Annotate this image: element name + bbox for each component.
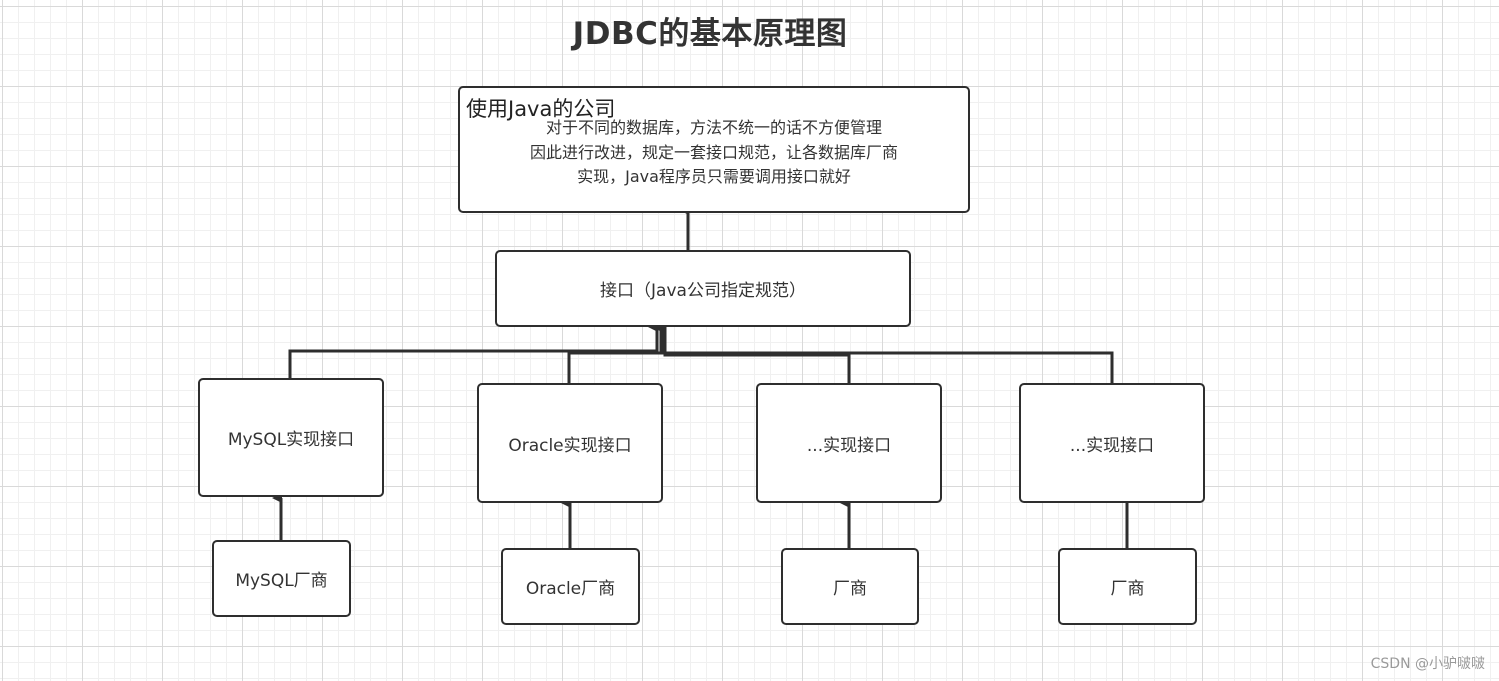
- company-box-description: 对于不同的数据库，方法不统一的话不方便管理 因此进行改进，规定一套接口规范，让各…: [460, 116, 968, 190]
- arrow-impl4-to-interface: [654, 322, 1114, 383]
- watermark: CSDN @小驴啵啵: [1370, 656, 1485, 672]
- vendor-box-4[interactable]: 厂商: [1058, 548, 1197, 625]
- mysql-vendor-box[interactable]: MySQL厂商: [212, 540, 351, 617]
- diagram-title: JDBC的基本原理图: [572, 16, 848, 52]
- vendor-box-3[interactable]: 厂商: [781, 548, 919, 625]
- interface-box[interactable]: 接口（Java公司指定规范）: [495, 250, 911, 327]
- mysql-impl-box[interactable]: MySQL实现接口: [198, 378, 384, 497]
- oracle-impl-box[interactable]: Oracle实现接口: [477, 383, 663, 503]
- oracle-vendor-box[interactable]: Oracle厂商: [501, 548, 640, 625]
- arrow-mysql-impl-to-interface: [288, 322, 659, 378]
- description-line-2: 因此进行改进，规定一套接口规范，让各数据库厂商: [529, 142, 898, 162]
- impl-box-3[interactable]: ...实现接口: [756, 383, 942, 503]
- company-box[interactable]: 使用Java的公司 对于不同的数据库，方法不统一的话不方便管理 因此进行改进，规…: [458, 86, 970, 213]
- description-line-3: 实现，Java程序员只需要调用接口就好: [577, 167, 851, 186]
- impl-box-4[interactable]: ...实现接口: [1019, 383, 1205, 503]
- company-box-title: 使用Java的公司: [466, 97, 616, 121]
- arrow-oracle-impl-to-interface: [567, 322, 663, 383]
- description-line-1: 对于不同的数据库，方法不统一的话不方便管理: [545, 118, 882, 137]
- arrow-impl3-to-interface: [656, 322, 851, 383]
